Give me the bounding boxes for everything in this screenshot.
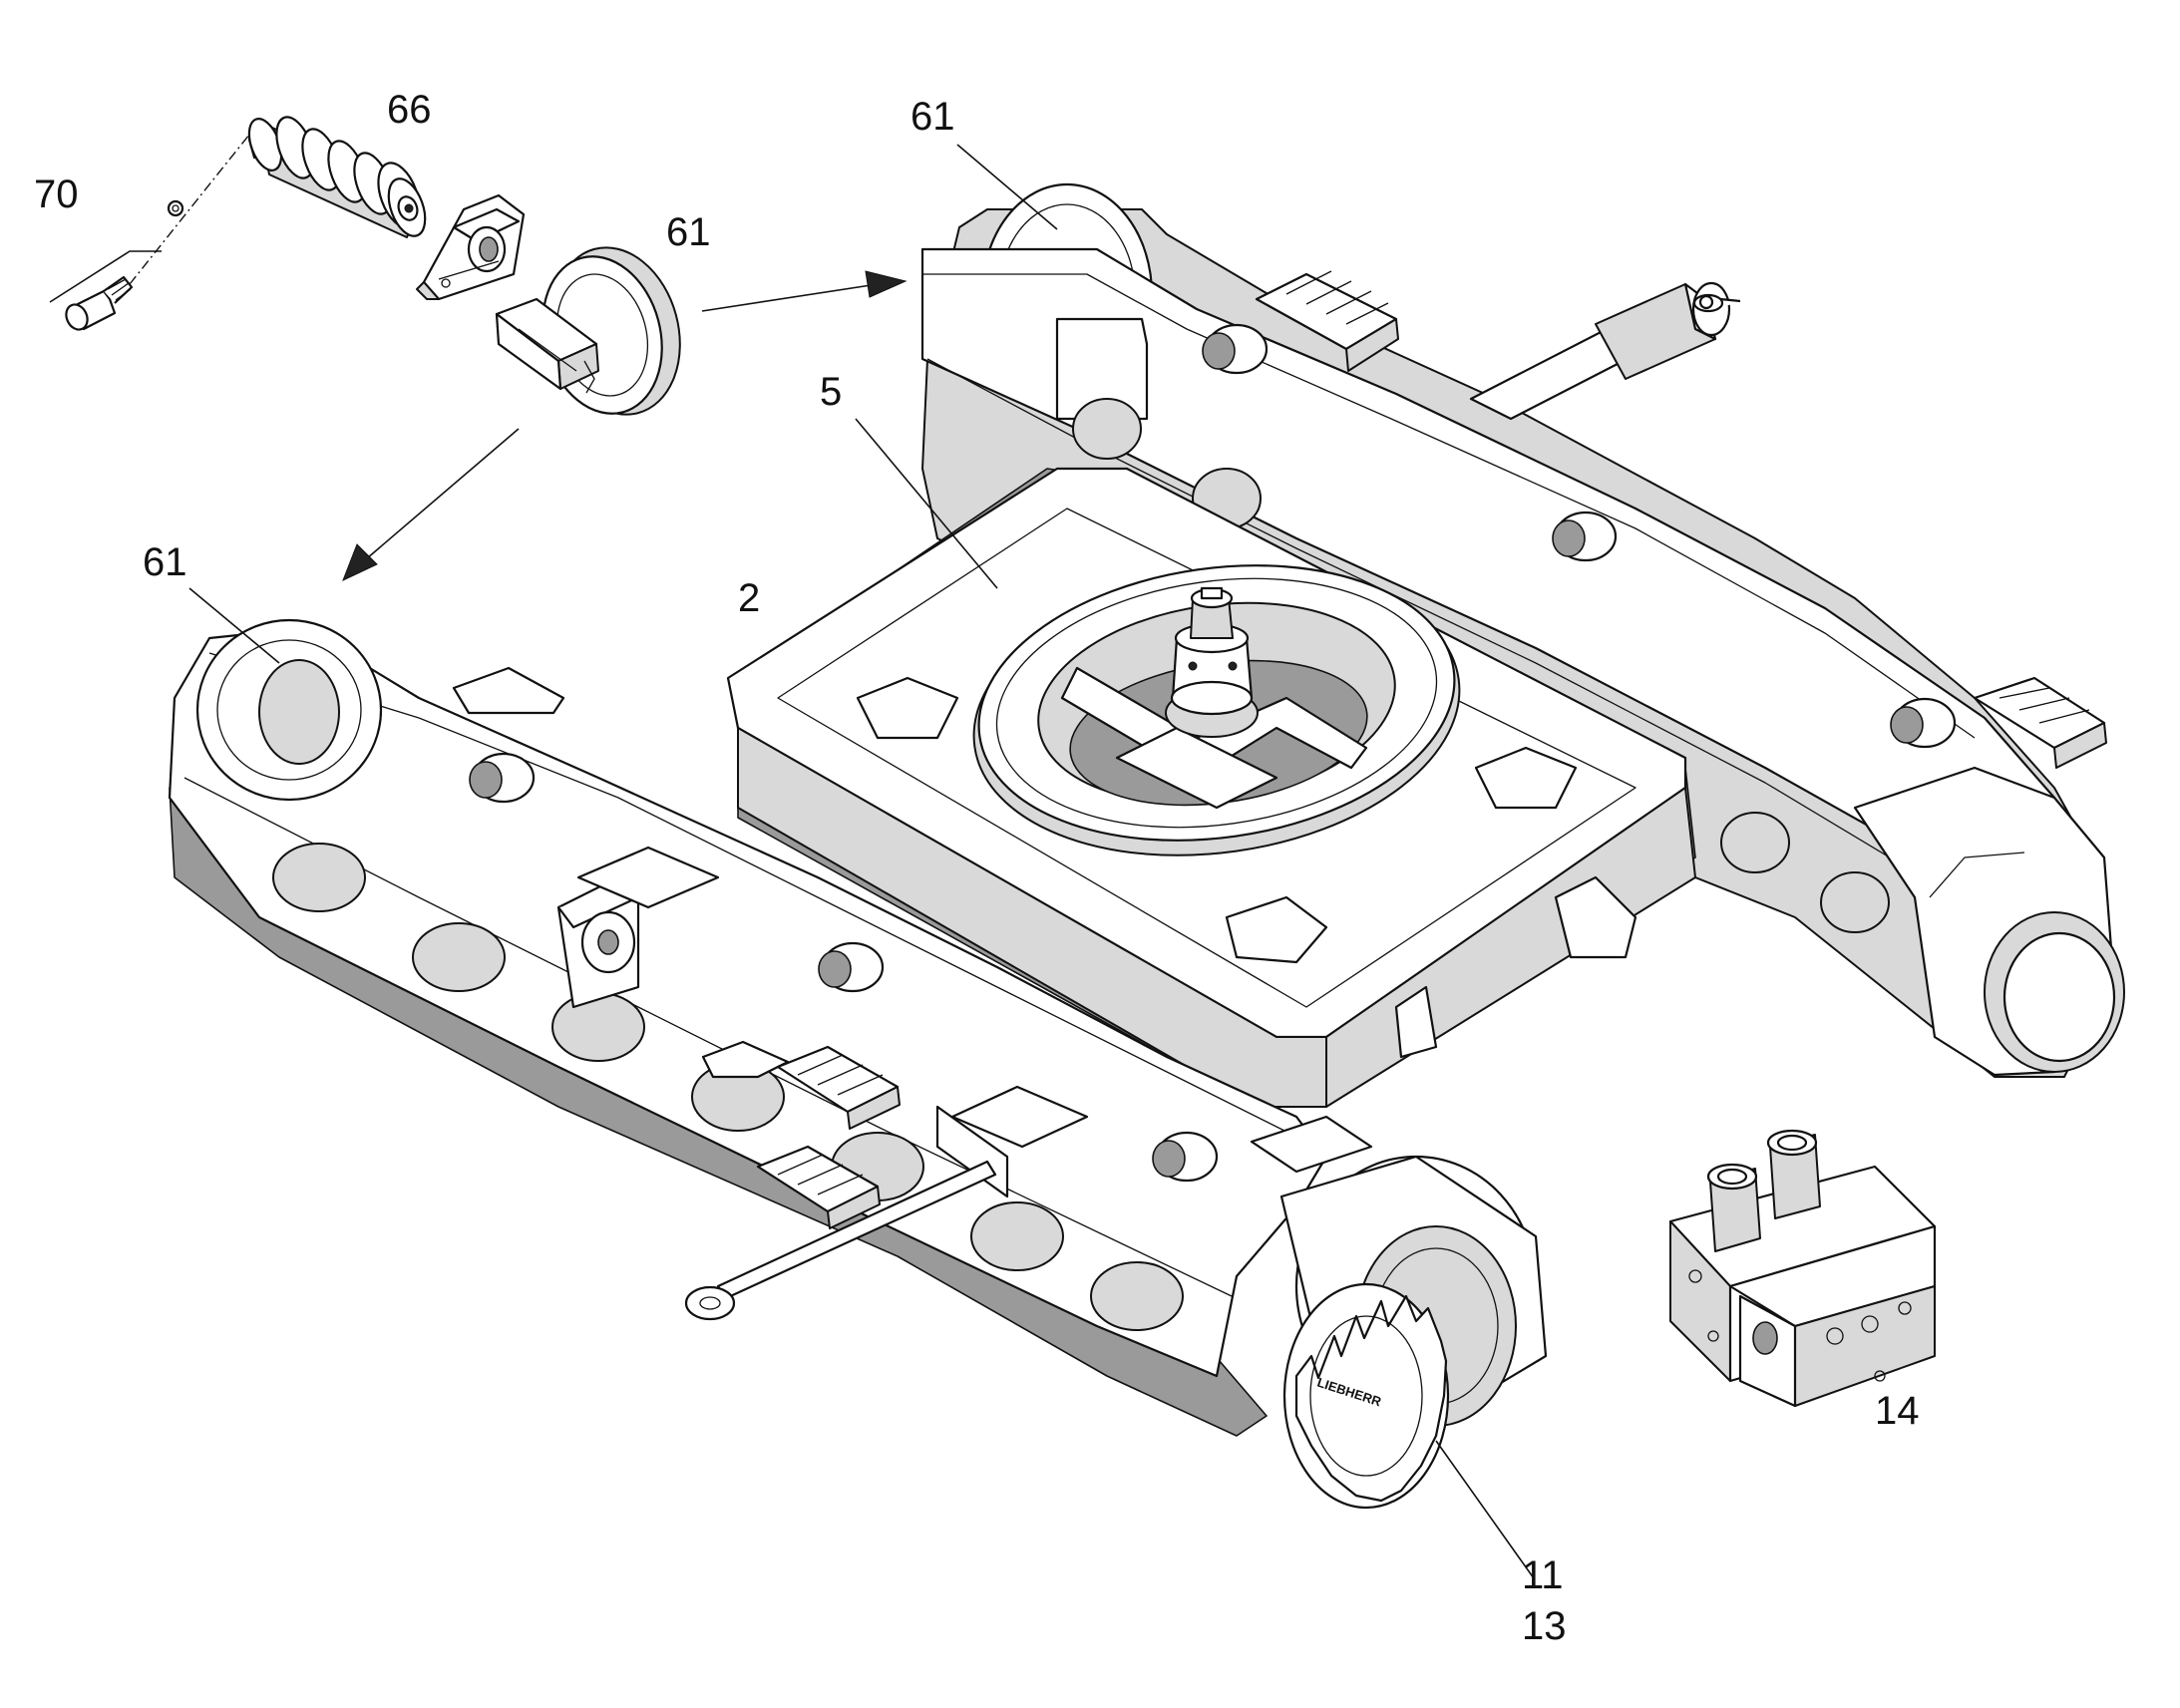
- callout-11: 11: [1522, 1553, 1564, 1597]
- label-leaders: [188, 144, 1535, 1579]
- callout-13: 13: [1522, 1604, 1567, 1648]
- center-frame-2: [726, 467, 1696, 1108]
- grease-fitting-70: [49, 129, 254, 331]
- callout-61-top-right: 61: [910, 95, 955, 139]
- tension-rod: [684, 1160, 997, 1321]
- left-rollers: [469, 752, 1219, 1183]
- callout-14: 14: [1875, 1389, 1920, 1433]
- bearing-block: [416, 193, 526, 301]
- callout-70: 70: [34, 172, 79, 216]
- callout-5: 5: [820, 370, 843, 414]
- valve-block-14: [1668, 1129, 1937, 1408]
- tension-cylinder: [1469, 281, 1741, 421]
- left-step-rear: [776, 1045, 901, 1130]
- right-track-frame: [920, 182, 2125, 1078]
- tension-spring-66: [247, 116, 427, 238]
- right-step-rear: [1255, 270, 1399, 372]
- left-track-frame: LIEBHERR: [168, 618, 1548, 1510]
- callout-61-left: 61: [143, 540, 187, 584]
- right-rollers: [1202, 323, 1957, 749]
- idler-wheel-61: [495, 246, 681, 416]
- callout-2: 2: [738, 576, 761, 620]
- callout-66: 66: [387, 88, 432, 132]
- right-step-front: [1973, 676, 2107, 769]
- callout-61-middle: 61: [666, 210, 711, 254]
- left-step-front: [756, 1145, 881, 1229]
- assembly-arrows: [342, 270, 908, 581]
